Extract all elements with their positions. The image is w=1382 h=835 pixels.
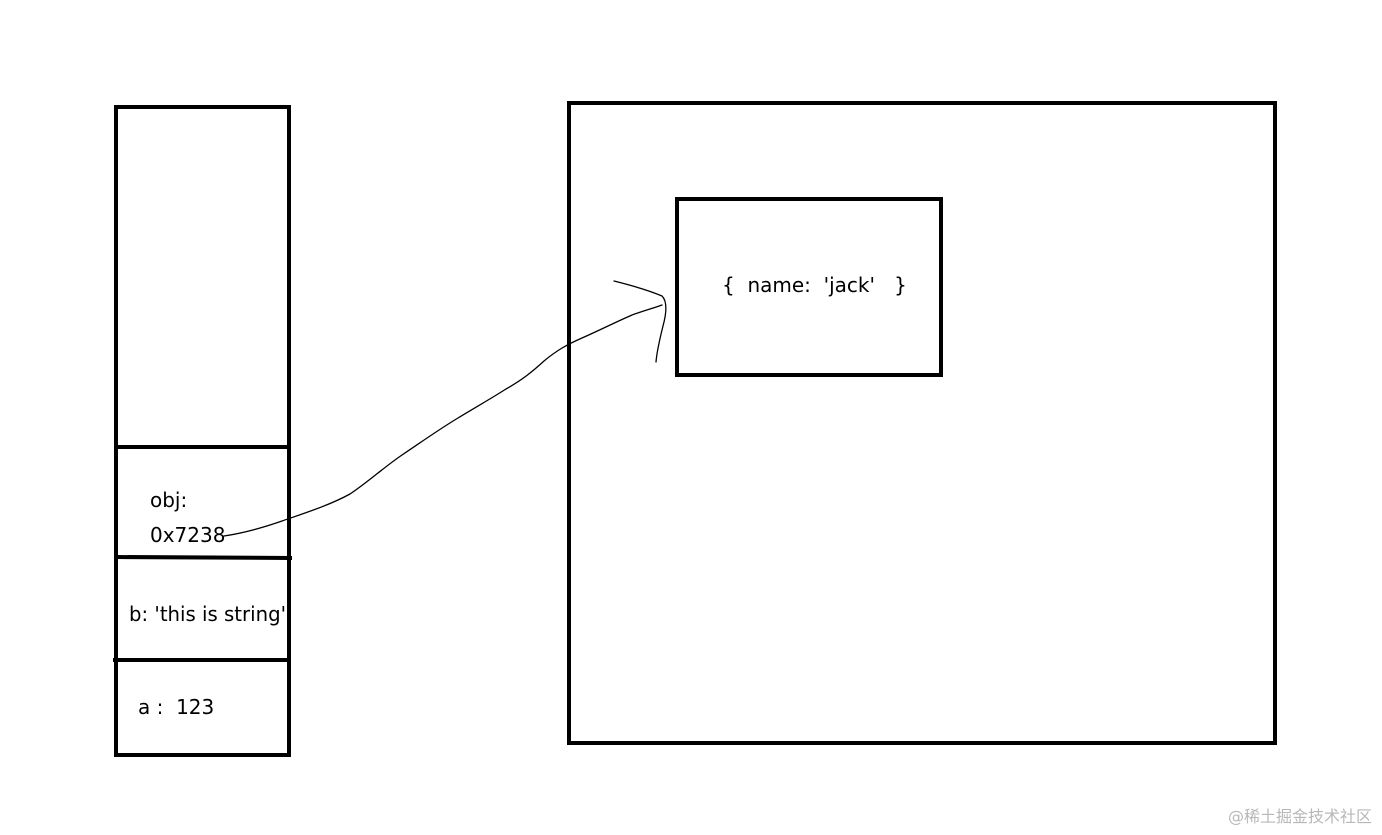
- heap-object-box: [675, 197, 943, 377]
- stack-outline: [114, 105, 291, 757]
- reference-pointer: [223, 280, 667, 537]
- stack-cell-obj-value: 0x7238: [150, 523, 225, 547]
- pointer-arrowhead: [613, 280, 667, 363]
- stack-cell-obj-name: obj:: [150, 488, 187, 512]
- pointer-line: [223, 304, 663, 537]
- heap-object-text: { name: 'jack' }: [722, 273, 907, 297]
- heap-region: { name: 'jack' }: [567, 101, 1277, 745]
- stack-divider-middle: [115, 555, 293, 560]
- stack-cell-a: a : 123: [138, 695, 214, 719]
- stack-region: obj: 0x7238 b: 'this is string' a : 123: [113, 105, 293, 757]
- stack-cell-b: b: 'this is string': [129, 602, 286, 626]
- watermark: @稀土掘金技术社区: [1227, 807, 1372, 826]
- heap-outline: [567, 101, 1277, 745]
